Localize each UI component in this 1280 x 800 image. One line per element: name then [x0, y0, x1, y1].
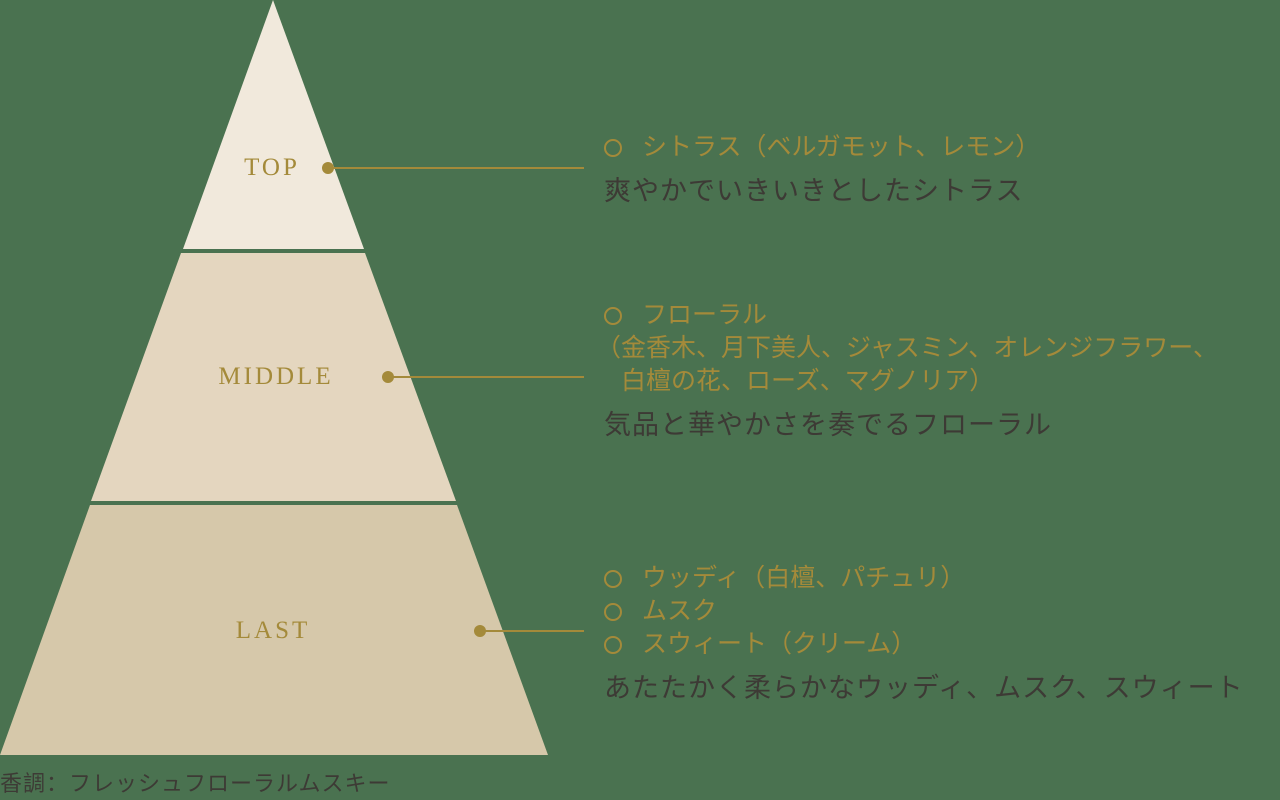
note-detail-line: 白檀の花、ローズ、マグノリア） [596, 366, 995, 395]
tier-top-shape [183, 0, 364, 249]
note-item: スウィート（クリーム） [604, 627, 1244, 660]
circle-bullet-icon [604, 603, 622, 621]
tier-last-shape [0, 505, 548, 755]
circle-bullet-icon [604, 636, 622, 654]
note-text: フローラル [642, 300, 768, 329]
notes-middle: フローラル （金香木、月下美人、ジャスミン、オレンジフラワー、 白檀の花、ローズ… [596, 298, 1218, 442]
tier-middle-shape [91, 253, 456, 501]
tier-description-top: 爽やかでいきいきとしたシトラス [604, 176, 1024, 207]
notes-last: ウッディ（白檀、パチュリ） ムスク スウィート（クリーム） あたたかく柔らかなウ… [604, 561, 1244, 705]
note-detail-line: （金香木、月下美人、ジャスミン、オレンジフラワー、 [596, 333, 1219, 362]
tier-description-last: あたたかく柔らかなウッディ、ムスク、スウィート [604, 673, 1244, 704]
fragrance-type-caption: 香調：フレッシュフローラルムスキー [0, 772, 391, 797]
note-text: スウィート（クリーム） [642, 629, 917, 658]
tier-description-middle: 気品と華やかさを奏でるフローラル [604, 410, 1052, 441]
leader-line-top [328, 167, 584, 169]
tier-label-top: TOP [244, 154, 300, 181]
note-text: ムスク [642, 596, 718, 625]
circle-bullet-icon [604, 139, 622, 157]
circle-bullet-icon [604, 570, 622, 588]
note-item: シトラス（ベルガモット、レモン） [604, 130, 1040, 163]
leader-line-middle [388, 376, 584, 378]
notes-top: シトラス（ベルガモット、レモン） 爽やかでいきいきとしたシトラス [604, 130, 1040, 208]
note-text: シトラス（ベルガモット、レモン） [642, 132, 1041, 161]
circle-bullet-icon [604, 307, 622, 325]
note-item: ムスク [604, 594, 1244, 627]
leader-line-last [480, 630, 584, 632]
note-item: ウッディ（白檀、パチュリ） [604, 561, 1244, 594]
tier-label-last: LAST [235, 617, 311, 644]
note-item: フローラル [604, 298, 1218, 331]
note-text: ウッディ（白檀、パチュリ） [642, 563, 966, 592]
tier-label-middle: MIDDLE [218, 363, 334, 390]
